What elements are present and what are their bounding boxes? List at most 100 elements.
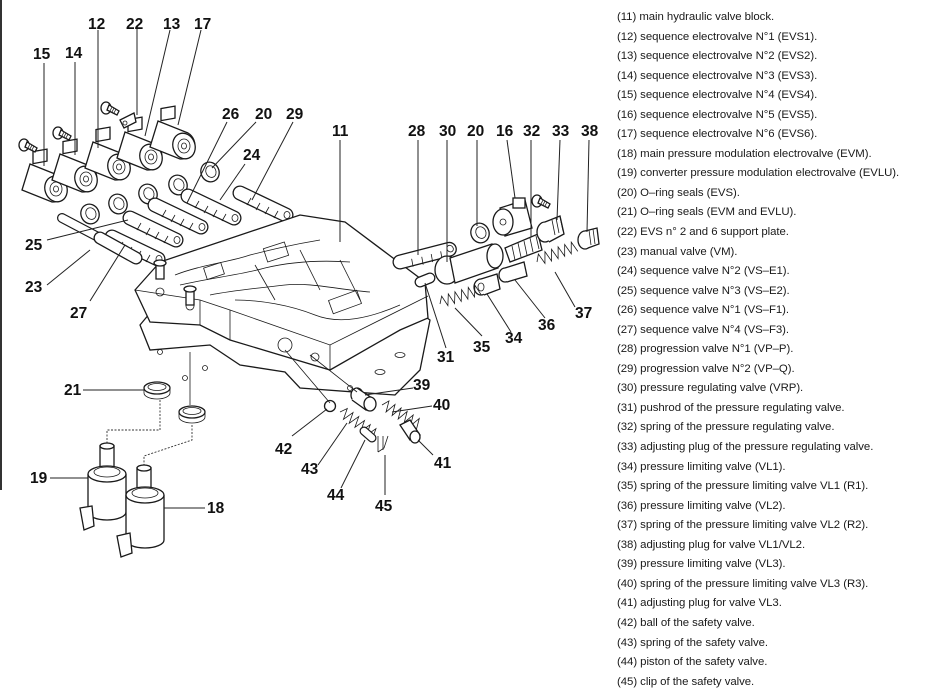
callout-17: 17 — [194, 16, 211, 33]
legend-item-38: (38) adjusting plug for valve VL1/VL2. — [617, 538, 806, 551]
legend-item-19: (19) converter pressure modulation elect… — [617, 167, 900, 180]
callout-39: 39 — [413, 377, 431, 394]
o-ring-seal-21 — [143, 381, 171, 400]
callout-40: 40 — [433, 397, 450, 414]
callout-33: 33 — [552, 123, 570, 140]
legend-item-37: (37) spring of the pressure limiting val… — [617, 519, 869, 532]
adjusting-plug-38 — [577, 227, 600, 250]
callout-28: 28 — [408, 123, 426, 140]
callout-34: 34 — [505, 330, 523, 347]
legend-item-13: (13) sequence electrovalve N°2 (EVS2). — [617, 50, 818, 63]
legend-item-25: (25) sequence valve N°3 (VS–E2). — [617, 284, 790, 297]
callout-27: 27 — [70, 305, 87, 322]
legend-item-18: (18) main pressure modulation electroval… — [617, 147, 872, 160]
callout-20-right: 20 — [467, 123, 484, 140]
callout-36: 36 — [538, 317, 556, 334]
callout-32: 32 — [523, 123, 540, 140]
legend-item-26: (26) sequence valve N°1 (VS–F1). — [617, 304, 789, 317]
electrovalve-19 — [79, 442, 127, 531]
pushrod-31 — [414, 272, 436, 288]
support-plate-22 — [119, 112, 137, 129]
legend-item-21: (21) O–ring seals (EVM and EVLU). — [617, 206, 797, 219]
callout-20: 20 — [255, 106, 272, 123]
callout-37: 37 — [575, 305, 592, 322]
callout-43: 43 — [301, 461, 319, 478]
assembly-guide-line — [106, 400, 161, 446]
legend-item-44: (44) piston of the safety valve. — [617, 656, 768, 669]
clip-45 — [377, 435, 389, 453]
callout-18: 18 — [207, 500, 225, 517]
electrovalve-16 — [492, 197, 533, 237]
callout-12: 12 — [88, 16, 105, 33]
callout-11: 11 — [332, 123, 349, 140]
legend-item-22: (22) EVS n° 2 and 6 support plate. — [617, 226, 789, 239]
callout-24: 24 — [243, 147, 261, 164]
callout-45: 45 — [375, 498, 393, 515]
callout-16: 16 — [496, 123, 514, 140]
piston-44 — [359, 426, 377, 443]
assembly-guide-line — [284, 349, 358, 404]
callout-13: 13 — [163, 16, 181, 33]
legend-item-28: (28) progression valve N°1 (VP–P). — [617, 343, 794, 356]
pressure-limiting-valve-39 — [350, 387, 377, 412]
callout-25: 25 — [25, 237, 43, 254]
legend-item-17: (17) sequence electrovalve N°6 (EVS6). — [617, 128, 818, 141]
legend-item-14: (14) sequence electrovalve N°3 (EVS3). — [617, 69, 818, 82]
legend-item-15: (15) sequence electrovalve N°4 (EVS4). — [617, 89, 818, 102]
legend-item-33: (33) adjusting plug of the pressure regu… — [617, 441, 874, 454]
adjusting-plug-41 — [399, 419, 421, 444]
callout-19: 19 — [30, 470, 48, 487]
adjusting-plug-33 — [536, 215, 565, 243]
callout-35: 35 — [473, 339, 491, 356]
exploded-valve-block-diagram: 15 14 12 22 13 17 26 20 29 24 11 28 30 2… — [18, 16, 600, 558]
legend-item-36: (36) pressure limiting valve (VL2). — [617, 499, 786, 512]
callout-14: 14 — [65, 45, 83, 62]
legend-item-41: (41) adjusting plug for valve VL3. — [617, 597, 782, 610]
sequence-valve-25 — [130, 218, 180, 244]
manual-valve-23 — [57, 213, 143, 265]
legend-item-20: (20) O–ring seals (EVS). — [617, 186, 740, 199]
sequence-valve-29 — [240, 193, 290, 219]
spring-32 — [504, 233, 543, 263]
callout-15: 15 — [33, 46, 51, 63]
electrovalve-18 — [116, 464, 165, 558]
legend-item-43: (43) spring of the safety valve. — [617, 636, 768, 649]
spring-35 — [437, 283, 482, 309]
legend-item-11: (11) main hydraulic valve block. — [617, 11, 775, 23]
callout-26: 26 — [222, 106, 240, 123]
callout-42: 42 — [275, 441, 292, 458]
legend-item-32: (32) spring of the pressure regulating v… — [617, 421, 835, 434]
legend-item-23: (23) manual valve (VM). — [617, 245, 738, 258]
screw — [100, 101, 120, 116]
legend-item-40: (40) spring of the pressure limiting val… — [617, 577, 869, 590]
legend-item-27: (27) sequence valve N°4 (VS–F3). — [617, 323, 789, 336]
pressure-limiting-valve-34 — [473, 273, 501, 296]
legend-item-35: (35) spring of the pressure limiting val… — [617, 480, 869, 493]
screw — [18, 138, 38, 153]
legend-item-42: (42) ball of the safety valve. — [617, 616, 755, 629]
leader-lines — [43, 29, 590, 509]
assembly-guide-line — [143, 425, 193, 468]
legend-item-24: (24) sequence valve N°2 (VS–E1). — [617, 265, 790, 278]
callout-29: 29 — [286, 106, 304, 123]
legend-item-29: (29) progression valve N°2 (VP–Q). — [617, 362, 795, 375]
callout-31: 31 — [437, 349, 455, 366]
callout-22: 22 — [126, 16, 143, 33]
legend-item-12: (12) sequence electrovalve N°1 (EVS1). — [617, 30, 818, 43]
pressure-limiting-valve-36 — [498, 261, 528, 283]
o-ring-seal-21b — [178, 405, 206, 424]
legend-item-16: (16) sequence electrovalve N°5 (EVS5). — [617, 108, 818, 121]
legend-item-39: (39) pressure limiting valve (VL3). — [617, 558, 786, 571]
screw — [531, 194, 551, 209]
callout-21: 21 — [64, 382, 82, 399]
legend-item-31: (31) pushrod of the pressure regulating … — [617, 401, 845, 414]
parts-legend: (11) main hydraulic valve block. (12) se… — [617, 8, 947, 692]
ball-42 — [323, 399, 337, 413]
callout-23: 23 — [25, 279, 43, 296]
legend-item-34: (34) pressure limiting valve (VL1). — [617, 460, 786, 473]
screw — [52, 126, 72, 141]
o-ring-seal-20 — [466, 219, 494, 247]
callout-30: 30 — [439, 123, 456, 140]
legend-item-30: (30) pressure regulating valve (VRP). — [617, 382, 804, 395]
callout-44: 44 — [327, 487, 345, 504]
